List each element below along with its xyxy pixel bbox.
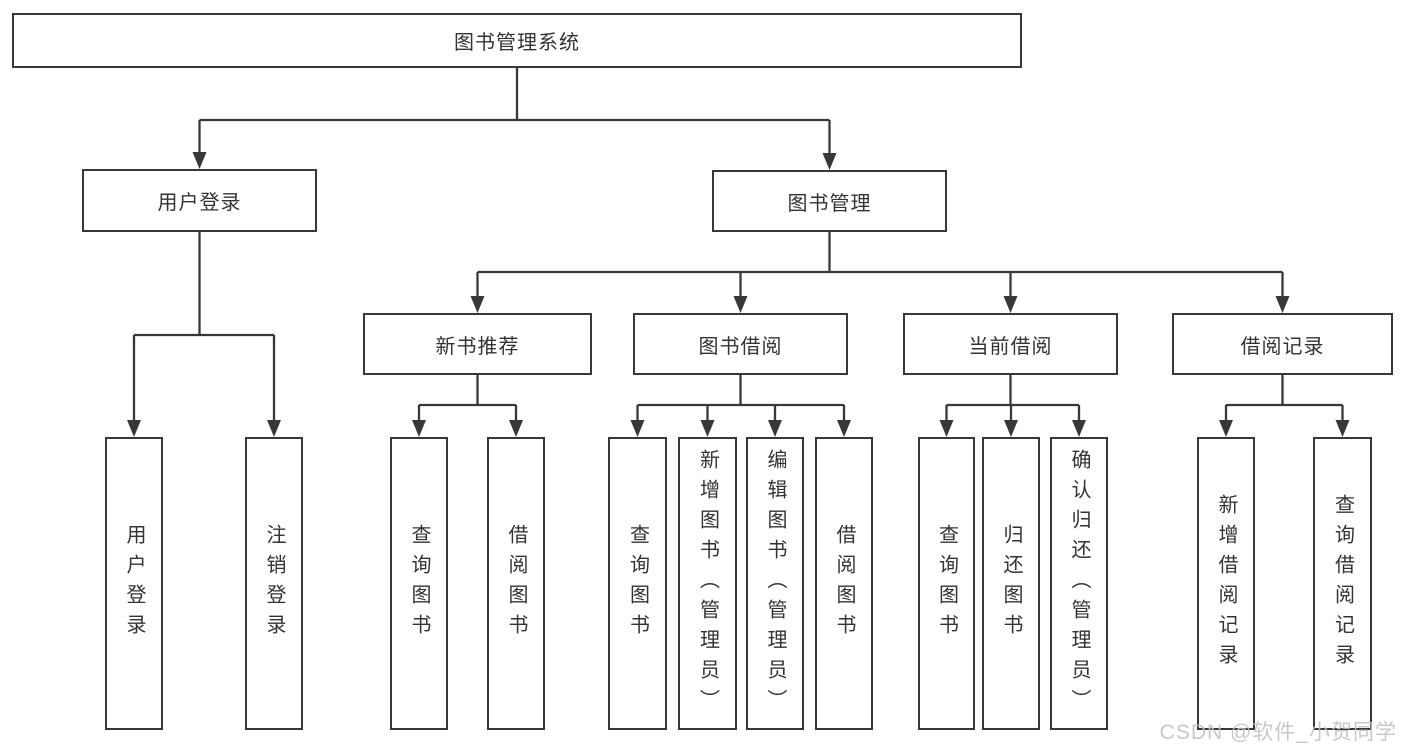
node-root: 图书管理系统 bbox=[12, 13, 1022, 68]
node-label: 查询图书 bbox=[626, 523, 649, 644]
arrowhead bbox=[733, 296, 748, 313]
node-query-books-rec: 查询图书 bbox=[390, 437, 448, 730]
node-borrow-books-rec: 借阅图书 bbox=[487, 437, 545, 730]
edge-group-user-login bbox=[132, 232, 276, 423]
arrowhead bbox=[630, 420, 645, 437]
node-query-books-current: 查询图书 bbox=[918, 437, 975, 730]
node-label: 新增图书（管理员） bbox=[696, 448, 719, 719]
node-current-borrow: 当前借阅 bbox=[903, 313, 1118, 375]
arrowhead bbox=[470, 296, 485, 313]
node-book-mgmt: 图书管理 bbox=[712, 170, 947, 232]
arrowhead bbox=[127, 420, 141, 437]
node-label: 图书管理 bbox=[787, 192, 872, 215]
node-return-books: 归还图书 bbox=[982, 437, 1040, 730]
arrowhead bbox=[768, 420, 782, 437]
watermark: CSDN @软件_小贺同学 bbox=[1159, 721, 1397, 744]
arrowhead bbox=[412, 420, 426, 437]
node-label: 图书管理系统 bbox=[454, 32, 580, 54]
edge-group-root bbox=[198, 68, 831, 156]
node-label: 查询借阅记录 bbox=[1331, 493, 1354, 674]
node-label: 借阅图书 bbox=[505, 523, 527, 644]
node-new-book-rec: 新书推荐 bbox=[363, 313, 592, 375]
node-query-books-borrow: 查询图书 bbox=[608, 437, 667, 730]
node-label: 新书推荐 bbox=[435, 335, 520, 358]
arrowhead bbox=[1275, 296, 1290, 313]
node-label: 用户登录 bbox=[157, 192, 242, 214]
arrowhead bbox=[1072, 420, 1086, 437]
node-confirm-return-admin: 确认归还（管理员） bbox=[1050, 437, 1108, 730]
node-label: 借阅记录 bbox=[1240, 335, 1325, 358]
node-label: 查询图书 bbox=[408, 523, 430, 644]
node-add-borrow-record: 新增借阅记录 bbox=[1197, 437, 1255, 730]
arrowhead bbox=[1219, 420, 1233, 437]
node-label: 归还图书 bbox=[1000, 523, 1022, 644]
node-borrow-records: 借阅记录 bbox=[1172, 313, 1393, 375]
node-label: 用户登录 bbox=[123, 523, 145, 644]
node-user-login: 用户登录 bbox=[82, 169, 317, 232]
edge-group-borrow-records bbox=[1224, 375, 1344, 423]
arrowhead bbox=[267, 420, 281, 437]
node-label: 编辑图书（管理员） bbox=[764, 448, 786, 719]
arrowhead bbox=[1335, 420, 1350, 437]
edge-group-book-mgmt bbox=[476, 232, 1284, 299]
node-logout-action: 注销登录 bbox=[245, 437, 303, 730]
arrowhead bbox=[1004, 420, 1018, 437]
arrowhead bbox=[822, 153, 837, 170]
edge-group-current-borrow bbox=[945, 375, 1081, 423]
arrowhead bbox=[837, 420, 851, 437]
node-label: 确认归还（管理员） bbox=[1068, 448, 1090, 719]
node-label: 新增借阅记录 bbox=[1215, 493, 1237, 674]
node-label: 图书借阅 bbox=[698, 335, 783, 358]
edge-group-book-borrow bbox=[636, 375, 846, 423]
arrowhead bbox=[509, 420, 523, 437]
node-borrow-books-borrow: 借阅图书 bbox=[815, 437, 873, 730]
node-user-login-action: 用户登录 bbox=[105, 437, 163, 730]
arrowhead bbox=[700, 420, 715, 437]
arrowhead bbox=[192, 152, 207, 169]
node-label: 注销登录 bbox=[263, 523, 285, 644]
arrowhead bbox=[939, 420, 954, 437]
node-add-books-admin: 新增图书（管理员） bbox=[678, 437, 737, 730]
edge-group-new-book-rec bbox=[417, 375, 518, 423]
node-query-borrow-record: 查询借阅记录 bbox=[1313, 437, 1372, 730]
node-label: 借阅图书 bbox=[833, 523, 855, 644]
node-label: 查询图书 bbox=[935, 523, 958, 644]
node-book-borrow: 图书借阅 bbox=[633, 313, 848, 375]
node-edit-books-admin: 编辑图书（管理员） bbox=[746, 437, 804, 730]
node-label: 当前借阅 bbox=[968, 335, 1053, 358]
arrowhead bbox=[1003, 296, 1018, 313]
